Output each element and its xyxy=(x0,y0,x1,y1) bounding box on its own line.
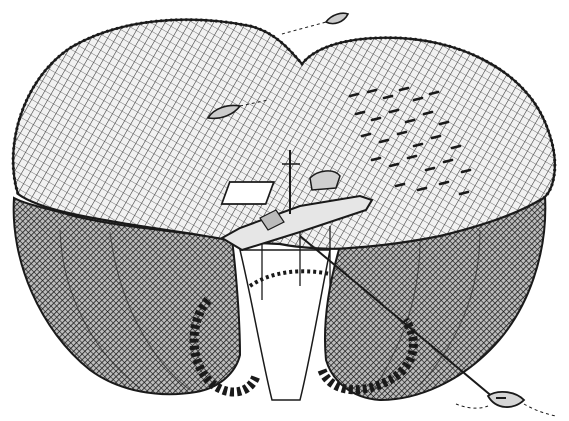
skiff-boat-top xyxy=(282,13,348,34)
skiff-boat-bottom xyxy=(456,392,556,416)
